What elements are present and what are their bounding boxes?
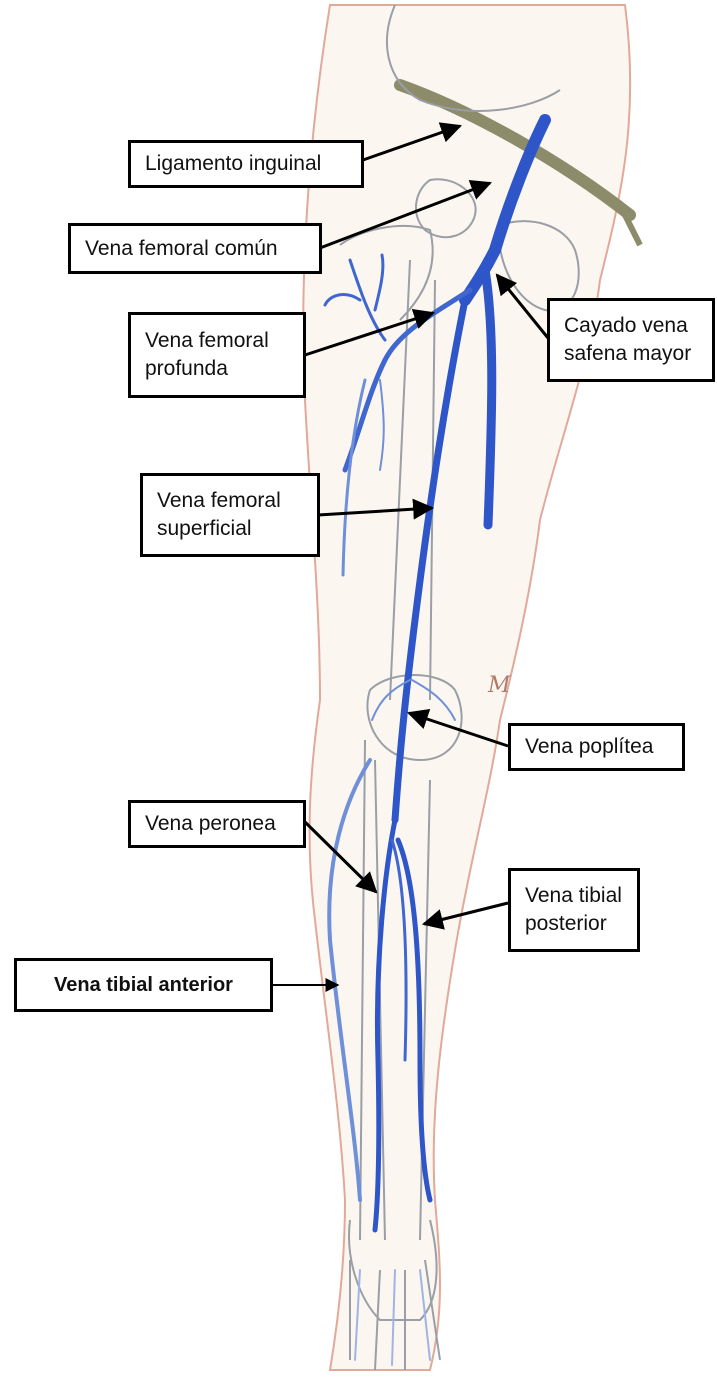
label-vena-tibial-anterior: Vena tibial anterior: [14, 958, 273, 1012]
label-vena-femoral-profunda: Vena femoral profunda: [128, 312, 306, 398]
label-cayado-vena-safena-mayor: Cayado vena safena mayor: [547, 298, 715, 382]
label-vena-femoral-superficial: Vena femoral superficial: [140, 473, 320, 557]
leg-outline: [303, 5, 630, 1370]
label-vena-peronea: Vena peronea: [128, 800, 306, 848]
label-vena-poplitea: Vena poplítea: [508, 723, 685, 771]
artist-mark: M: [487, 673, 511, 698]
label-vena-tibial-posterior: Vena tibial posterior: [508, 868, 640, 952]
label-ligamento-inguinal: Ligamento inguinal: [128, 140, 364, 188]
label-vena-femoral-comun: Vena femoral común: [68, 223, 322, 274]
